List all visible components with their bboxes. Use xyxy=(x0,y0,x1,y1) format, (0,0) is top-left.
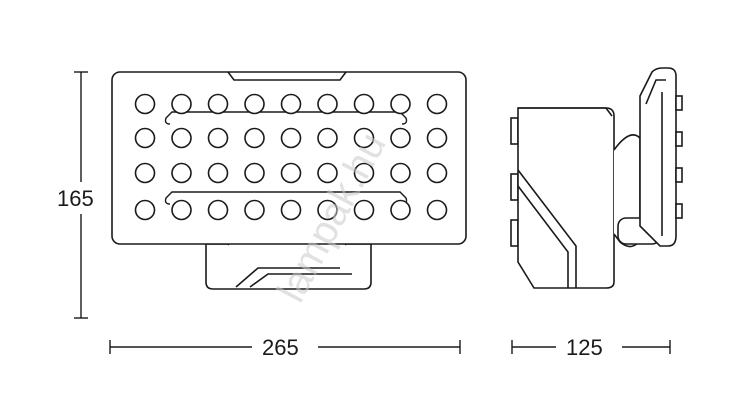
led-lens xyxy=(280,199,302,221)
led-lens xyxy=(244,93,265,115)
led-lens xyxy=(171,127,192,149)
led-lens xyxy=(207,93,229,115)
side-rear-tabs xyxy=(510,117,519,247)
led-lens xyxy=(317,162,338,184)
side-housing xyxy=(517,107,615,289)
led-lens xyxy=(134,127,156,149)
led-lens xyxy=(280,127,302,149)
led-grid xyxy=(134,93,448,221)
led-lens xyxy=(134,162,156,184)
led-lens xyxy=(171,93,192,115)
led-lens xyxy=(353,162,375,184)
depth-dimension xyxy=(511,340,671,354)
led-lens xyxy=(317,93,338,115)
led-lens xyxy=(280,162,302,184)
led-lens xyxy=(171,199,192,221)
side-lamp-head xyxy=(639,67,677,247)
depth-label: 125 xyxy=(566,335,603,360)
front-top-notch xyxy=(227,71,347,81)
led-lens xyxy=(390,199,411,221)
led-lens xyxy=(280,93,302,115)
led-lens xyxy=(171,162,192,184)
led-lens xyxy=(244,127,265,149)
led-lens xyxy=(207,162,229,184)
height-dimension xyxy=(74,71,88,319)
led-lens xyxy=(390,162,411,184)
side-head-fins xyxy=(661,92,683,236)
led-lens xyxy=(390,93,411,115)
led-lens xyxy=(426,199,448,221)
led-lens xyxy=(426,162,448,184)
led-lens xyxy=(353,93,375,115)
width-label: 265 xyxy=(262,335,299,360)
led-lens xyxy=(244,199,265,221)
width-dimension xyxy=(109,340,461,354)
front-view xyxy=(111,71,467,290)
led-lens xyxy=(244,162,265,184)
side-body-diagonal xyxy=(517,169,577,288)
led-lens xyxy=(207,127,229,149)
led-lens xyxy=(353,199,375,221)
led-lens xyxy=(317,199,338,221)
front-housing xyxy=(111,71,467,245)
led-lens xyxy=(390,127,411,149)
led-lens xyxy=(353,127,375,149)
led-lens xyxy=(207,199,229,221)
led-lens xyxy=(134,93,156,115)
led-lens xyxy=(426,93,448,115)
front-mount-bracket xyxy=(205,243,372,290)
height-label: 165 xyxy=(57,186,94,211)
led-lens xyxy=(134,199,156,221)
led-lens xyxy=(317,127,338,149)
led-lens xyxy=(426,127,448,149)
side-view xyxy=(510,67,683,289)
